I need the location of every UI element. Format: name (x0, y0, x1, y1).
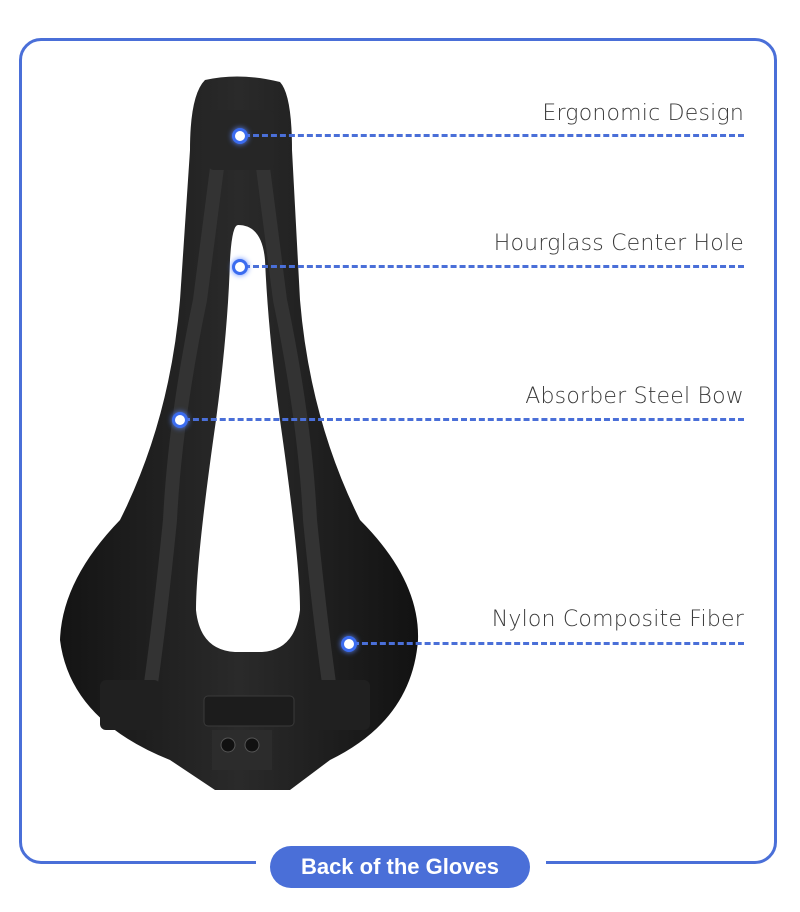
callout-line (184, 418, 744, 421)
callout-dot-icon (172, 412, 188, 428)
callout-line (244, 134, 744, 137)
callout-label-ergonomic-design: Ergonomic Design (542, 101, 744, 126)
callout-label-nylon-composite-fiber: Nylon Composite Fiber (491, 607, 744, 632)
callout-label-hourglass-center-hole: Hourglass Center Hole (493, 231, 744, 256)
callout-dot-icon (232, 259, 248, 275)
callout-line (353, 642, 744, 645)
callout-dot-icon (232, 128, 248, 144)
callout-dot-icon (341, 636, 357, 652)
caption-badge: Back of the Gloves (270, 846, 530, 888)
callout-label-absorber-steel-bow: Absorber Steel Bow (525, 384, 744, 409)
callout-line (244, 265, 744, 268)
